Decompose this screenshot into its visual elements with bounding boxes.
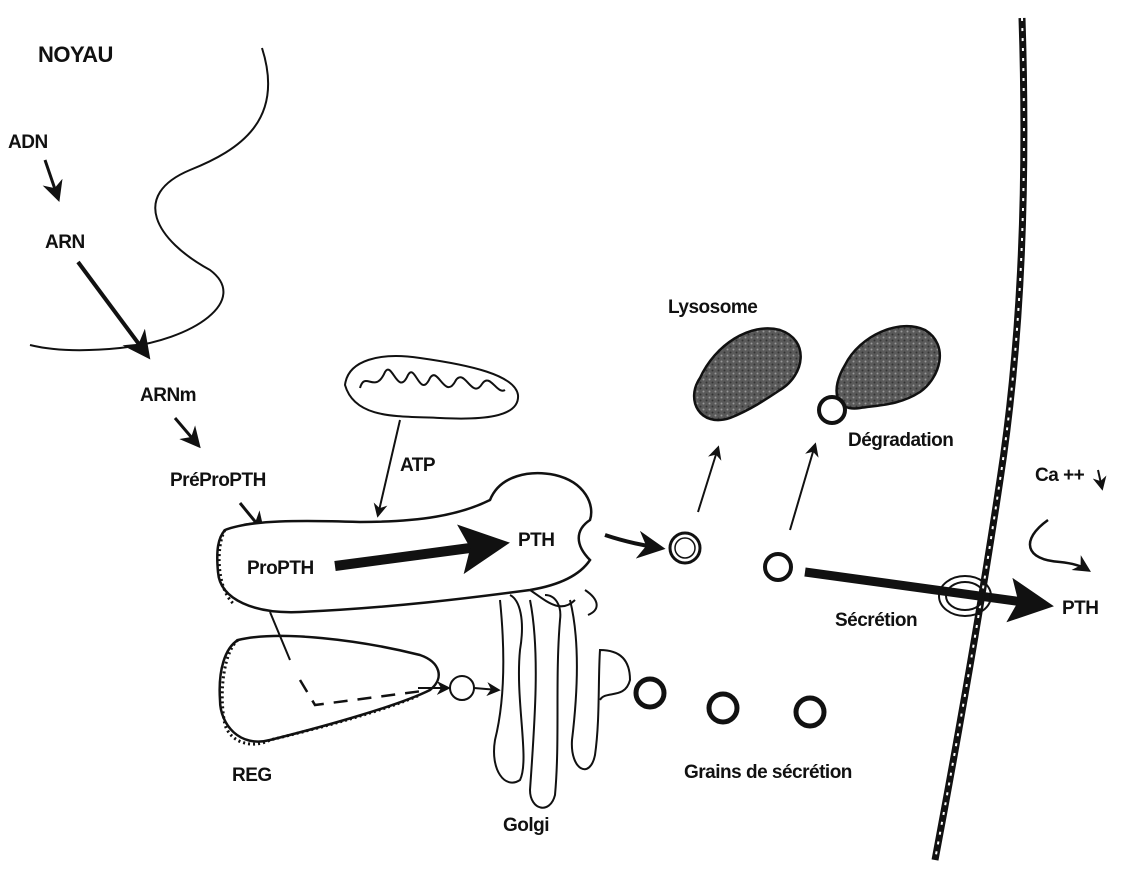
reg-cisterna: [220, 636, 439, 742]
label-pth-golgi: PTH: [518, 530, 555, 552]
transport-vesicle: [450, 676, 474, 700]
secretion-vesicle: [765, 554, 791, 580]
arnm-preprotph-arrow: [175, 418, 198, 445]
golgi-apparatus: [494, 590, 630, 808]
pth-vesicle-arrow: [605, 535, 660, 548]
label-arn: ARN: [45, 232, 85, 254]
atp-arrow: [378, 420, 400, 515]
label-atp: ATP: [400, 455, 435, 477]
nuclear-membrane: [30, 48, 268, 350]
label-lysosome: Lysosome: [668, 297, 757, 319]
label-grains: Grains de sécrétion: [684, 762, 852, 784]
label-noyau: NOYAU: [38, 42, 113, 68]
ca-arrow: [1030, 520, 1088, 570]
label-secretion: Sécrétion: [835, 610, 917, 632]
lysosome-degradation: [837, 326, 940, 408]
degradation-vesicle: [819, 397, 845, 423]
label-propth: ProPTH: [247, 558, 314, 580]
adn-arn-arrow: [45, 160, 58, 198]
label-golgi: Golgi: [503, 815, 549, 837]
secretion-grain: [636, 679, 664, 707]
label-degradation: Dégradation: [848, 430, 953, 452]
label-preprotph: PréProPTH: [170, 470, 266, 492]
secretion-grain: [796, 698, 824, 726]
label-reg: REG: [232, 765, 272, 787]
label-ca: Ca ++: [1035, 465, 1084, 487]
secretion-grain: [709, 694, 737, 722]
label-pth-out: PTH: [1062, 598, 1099, 620]
label-arnm: ARNm: [140, 385, 196, 407]
label-adn: ADN: [8, 132, 48, 154]
mitochondrion: [345, 356, 518, 418]
arn-arnm-arrow: [78, 262, 147, 355]
lysosome: [694, 328, 801, 420]
secretion-arrow: [805, 572, 1045, 605]
